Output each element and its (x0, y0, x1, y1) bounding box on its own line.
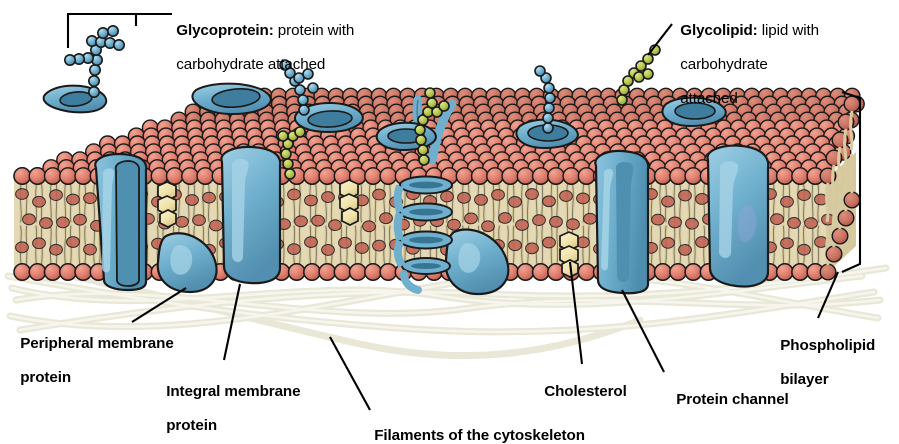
cytoskeleton-filaments-highlight (6, 266, 888, 334)
cholesterol-3 (559, 231, 579, 278)
peripheral-protein-line1: Peripheral membrane (20, 335, 174, 353)
label-phospholipid-bilayer: Phospholipid bilayer (772, 320, 875, 388)
cholesterol-molecules (157, 179, 579, 278)
label-integral-membrane-protein: Integral membrane protein (158, 366, 300, 434)
protein-channel-line1: Protein channel (676, 391, 789, 409)
glycoprotein-term: Glycoprotein: (176, 22, 274, 40)
label-protein-channel: Protein channel (668, 374, 789, 408)
protein-channel (94, 152, 148, 292)
integral-protein-leader (222, 283, 242, 361)
glycoprotein-bracket (66, 12, 138, 48)
glycolipid-definition-line3: attached (680, 90, 738, 108)
peripheral-membrane-protein (156, 232, 218, 294)
glycolipid-leader (647, 23, 673, 56)
bilayer-side-face (819, 95, 861, 281)
peripheral-membrane-protein-2 (444, 228, 510, 296)
glycolipid-term: Glycolipid: (680, 22, 758, 40)
label-peripheral-membrane-protein: Peripheral membrane protein (12, 318, 174, 386)
peripheral-protein-line2: protein (20, 369, 72, 387)
cholesterol-leader (568, 261, 584, 365)
glycolipid-definition-line1: lipid with (757, 22, 819, 40)
phospholipid-bilayer-line1: Phospholipid (780, 337, 876, 355)
protein-channel-right (594, 149, 650, 295)
integral-membrane-protein-2 (706, 144, 770, 288)
glycoprotein-carbohydrate-chain-2 (279, 59, 319, 116)
integral-protein-line1: Integral membrane (166, 383, 301, 401)
glycolipid-definition-line2: carbohydrate (680, 56, 768, 74)
filaments-leader (329, 336, 371, 411)
cholesterol-line1: Cholesterol (544, 383, 627, 401)
integral-protein-line2: protein (166, 417, 218, 435)
glycoprotein-carbohydrate-chain (64, 24, 126, 99)
protein-channel-leader (621, 289, 665, 373)
glycoprotein-carbohydrate-chain-3 (534, 65, 556, 134)
label-cholesterol: Cholesterol (536, 366, 627, 400)
label-glycoprotein: Glycoprotein: protein with carbohydrate … (168, 5, 354, 73)
bilayer-text-leader (817, 271, 839, 319)
integral-membrane-protein-1 (220, 145, 282, 285)
label-filaments-of-the-cytoskeleton: Filaments of the cytoskeleton (366, 410, 585, 444)
label-glycolipid: Glycolipid: lipid with carbohydrate atta… (672, 5, 819, 107)
cholesterol-2 (339, 179, 359, 226)
glycolipid-carbohydrate-chain-2 (277, 126, 306, 180)
glycoprotein-definition-line2: carbohydrate attached (176, 56, 326, 74)
glycolipid-carbohydrate-chain (414, 87, 450, 166)
phospholipid-bilayer-line2: bilayer (780, 371, 829, 389)
leader-lines (66, 12, 862, 411)
filaments-line1: Filaments of the cytoskeleton (374, 427, 585, 444)
cholesterol-1 (157, 181, 177, 228)
glycoprotein-definition-line1: protein with (273, 22, 355, 40)
phospholipid-bilayer-bracket (841, 91, 862, 273)
peripheral-protein-leader (131, 287, 187, 323)
